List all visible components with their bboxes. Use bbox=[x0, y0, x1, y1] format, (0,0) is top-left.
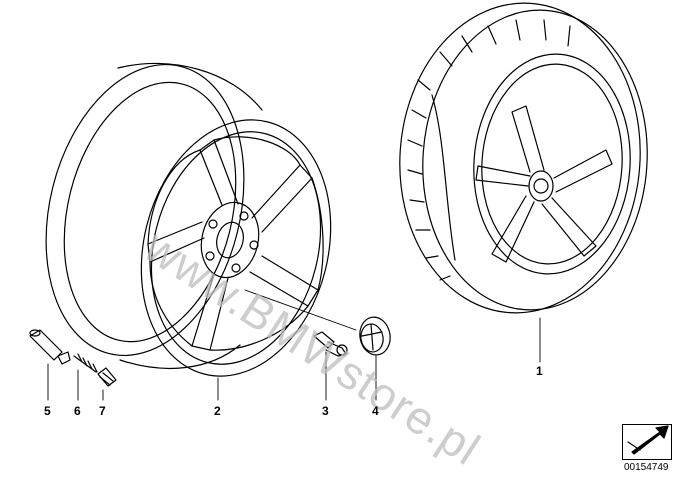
callout-6: 6 bbox=[74, 404, 81, 418]
valve-cap bbox=[97, 367, 117, 387]
wheel-bolt bbox=[313, 331, 348, 357]
callout-4: 4 bbox=[372, 404, 379, 418]
callout-2: 2 bbox=[214, 404, 221, 418]
reference-box bbox=[622, 424, 672, 460]
wheel-with-tyre bbox=[399, 2, 648, 314]
valve-stem bbox=[29, 329, 71, 365]
callout-5: 5 bbox=[44, 404, 51, 418]
leader-lines bbox=[47, 289, 541, 401]
valve-insert bbox=[73, 353, 98, 373]
reference-number: 00154749 bbox=[624, 462, 669, 473]
reference-arrow-icon bbox=[627, 425, 669, 455]
callout-1: 1 bbox=[536, 364, 543, 378]
callout-3: 3 bbox=[322, 404, 329, 418]
hub-cap bbox=[359, 316, 391, 356]
alloy-rim bbox=[45, 62, 332, 377]
callout-7: 7 bbox=[99, 404, 106, 418]
